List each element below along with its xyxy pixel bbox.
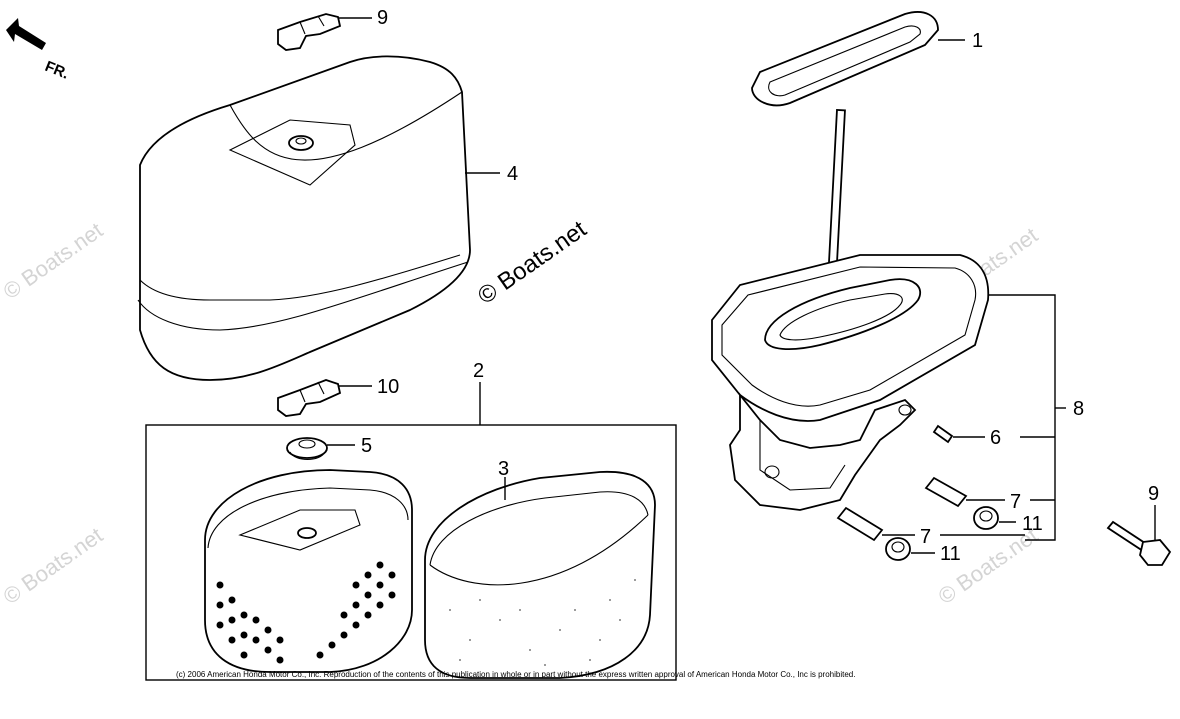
callout-2: 2 [473, 360, 484, 382]
wing-nut-upper [277, 13, 372, 51]
breather-pipe-7-upper [924, 476, 1055, 508]
callout-5: 5 [361, 435, 372, 457]
watermark-left-top: © Boats.net [0, 217, 107, 304]
callout-3: 3 [498, 458, 509, 480]
flange-nut-upper [973, 506, 1016, 530]
callout-11-lower: 11 [940, 543, 961, 565]
callout-10-lower: 10 [377, 376, 399, 398]
callout-8: 8 [1073, 398, 1084, 420]
callout-7-upper: 7 [1010, 491, 1021, 513]
watermark-center: © Boats.net [473, 215, 592, 309]
element-assembly-bracket [145, 382, 677, 681]
callout-6: 6 [990, 427, 1001, 449]
air-cleaner-case [711, 108, 1066, 541]
callout-10-upper: 9 [377, 7, 388, 29]
callout-9-label: 9 [1148, 483, 1159, 505]
air-cleaner-cover [137, 55, 500, 381]
callout-7-lower: 7 [920, 526, 931, 548]
wing-nut-lower [277, 379, 372, 417]
breather-pipe-6 [932, 424, 1055, 444]
front-label: FR. [43, 58, 72, 83]
breather-pipe-7-lower [836, 506, 1025, 542]
copyright-notice: (c) 2006 American Honda Motor Co., Inc. … [176, 670, 855, 679]
foam-pre-filter [424, 470, 656, 679]
arrow-icon [6, 18, 46, 50]
paper-filter-element [204, 469, 413, 673]
front-direction-indicator: FR. [6, 18, 71, 83]
grommet [286, 437, 355, 461]
callout-11-upper: 11 [1022, 513, 1043, 535]
gasket [751, 11, 965, 107]
flange-bolt [1106, 505, 1172, 566]
callout-1: 1 [972, 30, 983, 52]
callout-4: 4 [507, 163, 518, 185]
watermark-left-bottom: © Boats.net [0, 522, 107, 609]
flange-nut-lower [885, 537, 935, 561]
